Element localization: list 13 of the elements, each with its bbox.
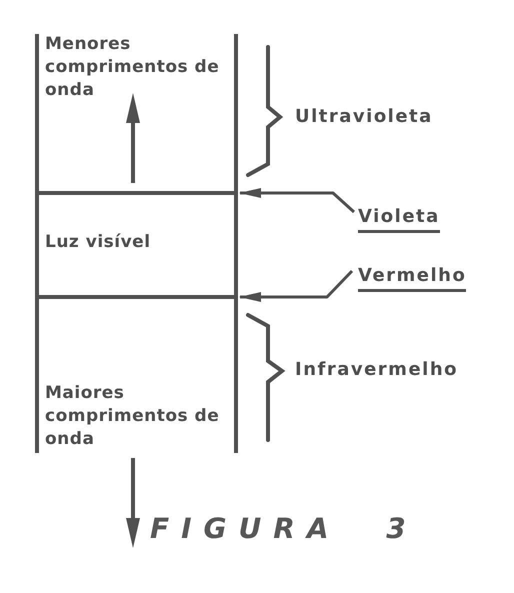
band-label: Luz visível: [45, 231, 152, 254]
visible-light-band: [35, 191, 238, 299]
region-label: Infravermelho: [295, 359, 458, 381]
band-label: Menores comprimentos de onda: [45, 33, 220, 102]
leader-arrow: [239, 270, 354, 302]
leader-arrow: [239, 188, 355, 214]
band-label: Maiores comprimentos de onda: [45, 382, 220, 451]
region-label: Ultravioleta: [295, 106, 433, 128]
wavelength-band: [35, 299, 238, 453]
callout-label: Violeta: [358, 206, 440, 233]
callout-label: Vermelho: [358, 265, 466, 292]
figure-caption: FIGURA 3: [150, 512, 418, 546]
wavelength-band: [35, 34, 238, 191]
